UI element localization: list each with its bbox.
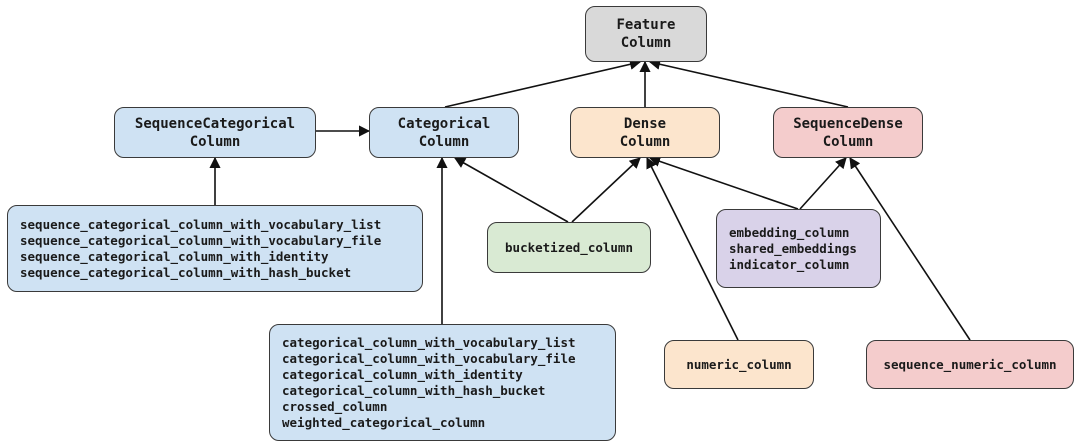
node-categorical-column: Categorical Column xyxy=(369,107,519,158)
node-sequence-dense-column: SequenceDense Column xyxy=(773,107,923,158)
function-item: sequence_categorical_column_with_hash_bu… xyxy=(20,264,352,280)
function-item: shared_embeddings xyxy=(729,240,857,256)
edge-embedding-to-sequencedense xyxy=(799,157,847,210)
function-item: sequence_categorical_column_with_identit… xyxy=(20,248,329,264)
edge-categorical-to-feature xyxy=(444,58,642,108)
node-dense-column: Dense Column xyxy=(570,107,720,158)
node-embedding-group: embedding_column shared_embeddings indic… xyxy=(716,209,881,288)
function-item: categorical_column_with_vocabulary_list xyxy=(282,334,576,350)
function-item: sequence_categorical_column_with_vocabul… xyxy=(20,216,382,232)
node-label: Feature Column xyxy=(616,17,676,51)
node-label: numeric_column xyxy=(686,356,792,372)
function-item: categorical_column_with_identity xyxy=(282,366,523,382)
node-numeric-column: numeric_column xyxy=(664,340,814,389)
function-item: categorical_column_with_hash_bucket xyxy=(282,382,546,398)
node-label: Dense Column xyxy=(619,115,671,150)
function-item: indicator_column xyxy=(729,256,850,272)
edge-bucketized-to-dense xyxy=(571,157,641,223)
edge-seqnumeric-to-sequencedense xyxy=(849,157,971,341)
edge-sequencedense-to-feature xyxy=(648,58,849,108)
node-label: sequence_numeric_column xyxy=(883,356,1057,372)
function-item: categorical_column_with_vocabulary_file xyxy=(282,350,576,366)
function-item: sequence_categorical_column_with_vocabul… xyxy=(20,232,382,248)
edge-numeric-to-dense xyxy=(646,156,739,341)
edge-bucketized-to-categorical xyxy=(454,157,569,223)
function-item: crossed_column xyxy=(282,398,388,414)
function-item: embedding_column xyxy=(729,224,850,240)
node-sequence-numeric-column: sequence_numeric_column xyxy=(866,340,1074,389)
node-sequence-categorical-functions: sequence_categorical_column_with_vocabul… xyxy=(7,205,423,292)
node-sequence-categorical-column: SequenceCategorical Column xyxy=(114,107,316,158)
node-label: bucketized_column xyxy=(505,239,633,255)
node-bucketized-column: bucketized_column xyxy=(487,222,651,273)
node-label: SequenceDense Column xyxy=(793,115,903,150)
node-categorical-functions: categorical_column_with_vocabulary_list … xyxy=(269,324,616,441)
node-feature-column: Feature Column xyxy=(585,6,707,62)
edge-embedding-to-dense xyxy=(648,155,799,210)
function-item: weighted_categorical_column xyxy=(282,414,486,430)
node-label: SequenceCategorical Column xyxy=(134,115,296,150)
node-label: Categorical Column xyxy=(397,115,491,150)
